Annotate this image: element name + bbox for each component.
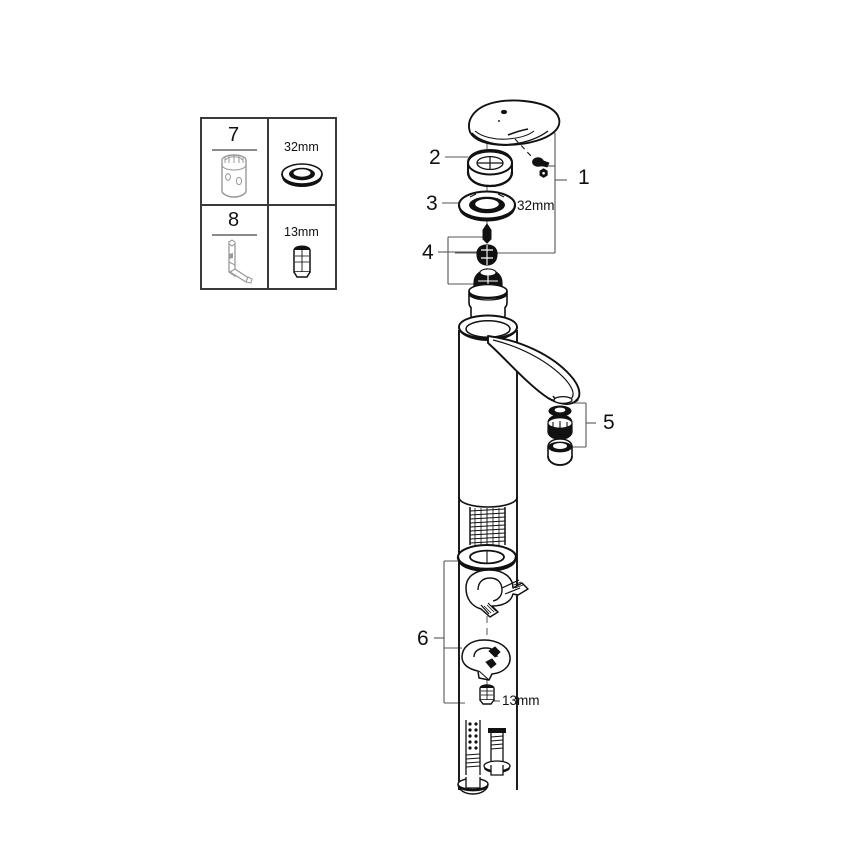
- mounting-nut: [479, 684, 495, 705]
- tool-size-13mm: 13mm: [284, 225, 319, 239]
- callout-leaders: [434, 132, 596, 704]
- threaded-shank: [469, 507, 506, 545]
- callout-number-1: 1: [578, 166, 590, 189]
- aerator-insert: [547, 414, 573, 440]
- cartridge-adapter: [476, 244, 498, 266]
- tool-size-32mm: 32mm: [284, 140, 319, 154]
- size-label-32mm: 32mm: [517, 198, 555, 213]
- tool-number-8: 8: [228, 209, 240, 231]
- cartridge-stem-pin: [482, 223, 492, 244]
- callout-number-3: 3: [426, 192, 438, 215]
- mounting-nut: [293, 245, 311, 278]
- table-cell-part: 32mm: [269, 119, 337, 204]
- aerator-housing: [547, 438, 573, 466]
- callout-number-2: 2: [429, 146, 441, 169]
- upper-mounting-bracket: [465, 569, 529, 618]
- table-vertical-divider: [267, 119, 269, 288]
- handle-cap: [466, 148, 514, 188]
- tools-table: 7 32mm: [200, 117, 337, 290]
- flexible-supply-hose-right: [483, 728, 511, 776]
- flexible-supply-hose-left: [457, 720, 489, 795]
- table-horizontal-divider: [202, 204, 335, 206]
- lower-mounting-bracket: [461, 639, 511, 681]
- hex-key-wrench-tool: [228, 239, 253, 284]
- sealing-washer: [456, 544, 518, 572]
- table-row: 8: [202, 206, 267, 290]
- callout-number-4: 4: [422, 241, 434, 264]
- set-screw: [514, 138, 550, 168]
- lever-handle: [468, 99, 561, 146]
- tool-number-7: 7: [228, 124, 240, 146]
- tool-number-underline: [212, 234, 257, 236]
- callout-number-5: 5: [603, 411, 615, 434]
- callout-number-6: 6: [417, 627, 429, 650]
- table-cell-part: 13mm: [269, 206, 337, 290]
- table-row: 7: [202, 119, 267, 204]
- size-label-13mm: 13mm: [502, 693, 540, 708]
- screw-cap-plug: [539, 168, 548, 178]
- tool-number-underline: [212, 149, 257, 151]
- socket-wrench-tool: [221, 154, 247, 198]
- cartridge-retaining-nut: [281, 163, 323, 187]
- retaining-nut: [457, 190, 517, 222]
